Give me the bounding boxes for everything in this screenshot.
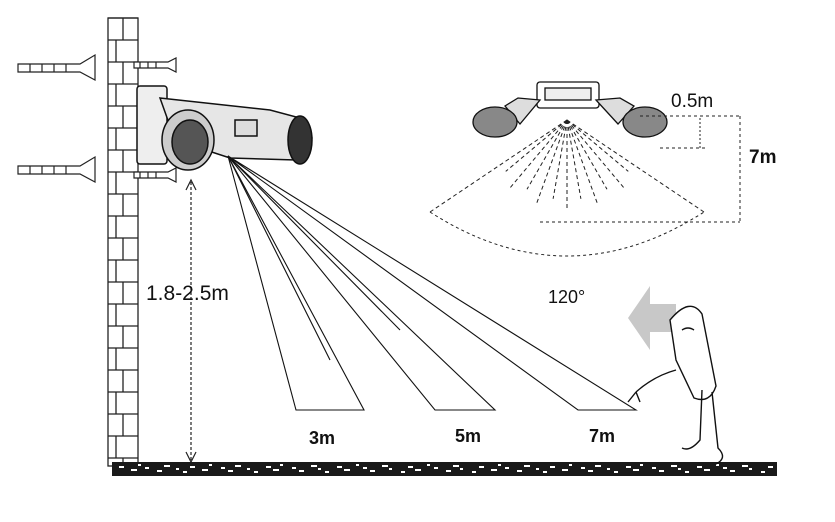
height-indicator: [185, 178, 197, 464]
brick-wall: [107, 17, 139, 467]
top-offset-label: 0.5m: [671, 91, 714, 112]
range-near-label: 3m: [309, 428, 336, 448]
motion-arrow: [628, 286, 676, 350]
range-mid-label: 5m: [455, 426, 482, 446]
detection-angle-label: 120°: [548, 287, 586, 307]
detection-beams: [227, 155, 638, 411]
top-view-fan: [429, 115, 741, 257]
wall-anchor-bottom: [17, 155, 177, 183]
top-view-lamp: [472, 81, 668, 138]
mounted-lamp-side-view: [136, 85, 313, 171]
range-far-label: 7m: [589, 426, 616, 446]
wall-anchor-top: [17, 53, 177, 81]
side-range-label: 7m: [749, 147, 777, 168]
ground: [112, 462, 777, 476]
mount-height-label: 1.8-2.5m: [146, 282, 229, 305]
person-figure: [627, 305, 724, 465]
